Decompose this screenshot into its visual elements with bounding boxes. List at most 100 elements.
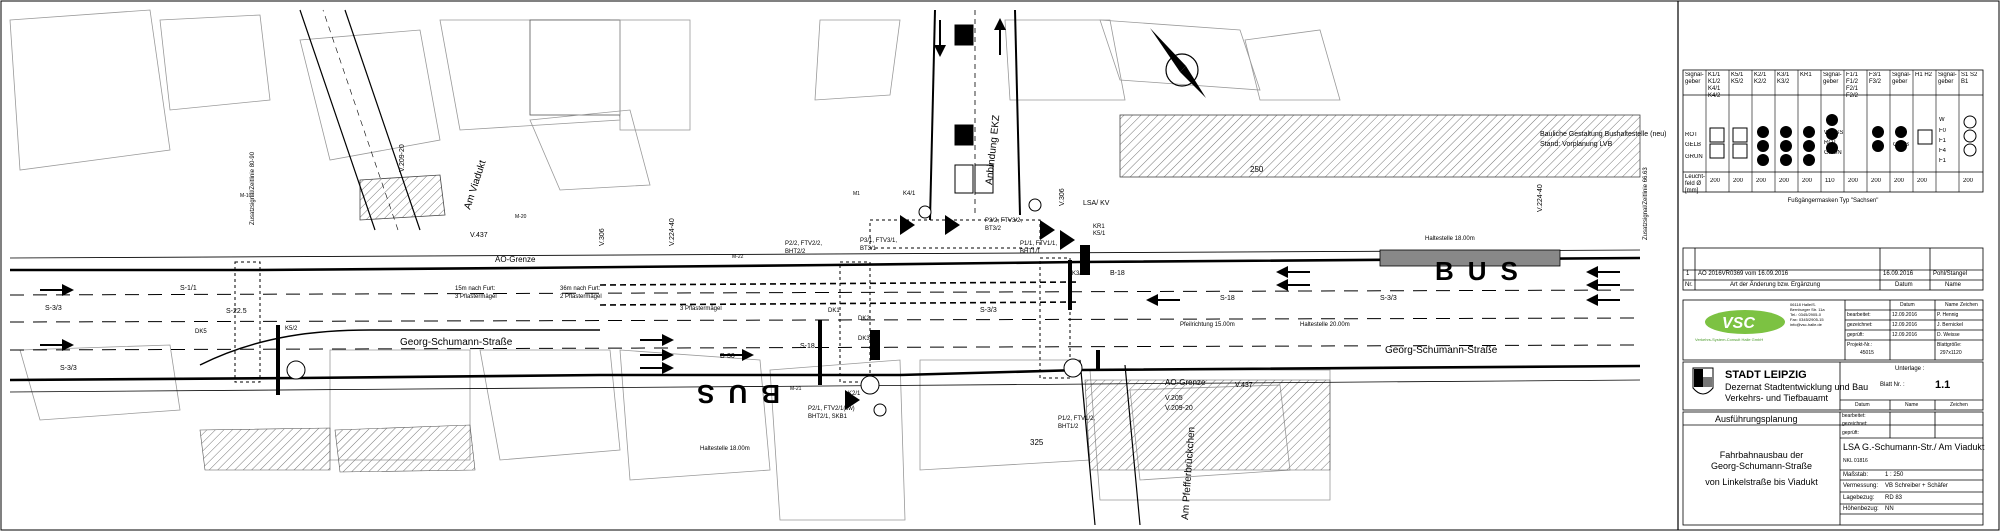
legend-header-12: Signal-geber	[1938, 72, 1957, 85]
legend-header-9: F3/1 F3/2	[1869, 72, 1882, 85]
project-lsa: LSA G.-Schumann-Str./ Am Viadukt	[1843, 442, 1985, 452]
project-title-2: Georg-Schumann-Straße	[1710, 461, 1813, 471]
client-blatt-label: Blatt Nr. :	[1880, 382, 1905, 388]
legend-val-1: 200	[1710, 178, 1721, 184]
am-viadukt-road	[299, 9, 421, 231]
vsc-address: 06118 Halle/S. Bernburger Str. 11a Tel.:…	[1790, 302, 1825, 327]
signal-lamp-icons	[1709, 114, 1977, 166]
revision-date: 16.09.2016	[1883, 271, 1914, 277]
project-lagebezug: RD 83	[1885, 495, 1903, 501]
vsc-addr-4: Fax: 0345/2905-15	[1790, 317, 1824, 322]
hatched-building-south	[334, 424, 476, 473]
signal-group-label-2: P3/1, FTV3/1,	[860, 238, 897, 244]
project-massstab-label: Maßstab:	[1843, 472, 1869, 478]
signal-group-label-5: P1/2, FTV1/2,	[1058, 416, 1095, 422]
lane-label-5: S-3/3	[980, 307, 997, 314]
project-massstab: 1 : 250	[1885, 472, 1904, 478]
lane-label-1: S-3/3	[45, 305, 62, 312]
revision-name: Pohl/Stangel	[1933, 271, 1968, 277]
detector-dk5: DK5	[195, 329, 207, 335]
project-title-1: Fahrbahnausbau der	[1719, 450, 1804, 460]
bus-stop-design-note: Bauliche Gestaltung Bushaltestelle (neu)	[1540, 131, 1666, 138]
bus-bay	[1379, 249, 1561, 267]
signal-group-label-4: P1/1, FTV1/1,	[1020, 241, 1057, 247]
legend-val-3: 200	[1756, 178, 1767, 184]
vsc-h-zeichen: Zeichen	[1960, 302, 1978, 308]
signal-legend-grid	[1705, 70, 1960, 192]
signal-k2-1: K2/1	[848, 391, 861, 397]
legend-f4: F4	[1939, 148, 1947, 154]
sign-v306-ekz: V.306	[1059, 188, 1066, 206]
signal-group-label-5b: BHT1/2	[1058, 424, 1079, 430]
hatched-building-south-3	[199, 427, 331, 471]
sign-v306-north: V.306	[599, 228, 606, 246]
sign-v224-east: V.224-40	[1537, 184, 1544, 212]
street-name-am-viadukt: Am Viadukt	[462, 159, 488, 211]
bus-marking-south: BUS	[683, 379, 780, 409]
signal-group-label-1: P2/2, FTV2/2,	[785, 241, 822, 247]
vsc-h-name: Name	[1945, 302, 1959, 308]
legend-header-2: K1/1 K1/2 K4/1 K4/2	[1708, 72, 1721, 99]
project-gezeichnet: gezeichnet:	[1842, 421, 1868, 427]
signal-k5-2: K5/2	[285, 326, 298, 332]
lane-label-9: B-30	[720, 353, 735, 360]
street-name-ekz: Anbindung EKZ	[984, 114, 1002, 185]
legend-leuchtfeld: Leucht-feld Ø [mm]	[1685, 174, 1706, 194]
bus-stop-length-2: Haltestelle 18.00m	[700, 446, 750, 452]
signal-group-label-2b: BT3/1	[860, 246, 877, 252]
am-pfefferbrueckchen-road	[1079, 359, 1141, 526]
title-block	[1677, 1, 1984, 530]
hatched-building-south-2	[1084, 379, 1331, 471]
legend-val-5: 200	[1802, 178, 1813, 184]
signal-kr1: KR1	[1093, 224, 1105, 230]
vsc-row-3-datum: 12.09.2016	[1892, 332, 1918, 338]
legend-header-10: Signal-geber	[1892, 72, 1911, 85]
client-blatt: 1.1	[1935, 379, 1951, 391]
client-unterlage: Unterlage :	[1895, 366, 1925, 372]
project-hoehenbezug: NN	[1885, 506, 1894, 512]
signal-group-label-1b: BHT2/2	[785, 249, 806, 255]
north-arrow-icon	[1150, 28, 1206, 98]
zusatzsignal-west-label: Zusatzsignal/Zeitlinie 80-90	[250, 151, 256, 225]
signal-group-label-6b: BHT2/1, SKB1	[808, 414, 848, 420]
vsc-row-3-label: geprüft:	[1847, 332, 1864, 338]
sign-v209-south: V.209-20	[1165, 405, 1193, 412]
vsc-blattgroesse: 297x1120	[1940, 350, 1962, 356]
vsc-projekt-nr-label: Projekt-Nr.:	[1847, 342, 1873, 348]
vsc-addr-1: 06118 Halle/S.	[1790, 302, 1816, 307]
bus-marking-north: BUS	[1435, 256, 1532, 286]
project-lagebezug-label: Lagebezug:	[1843, 495, 1875, 501]
marker-m21: M-21	[790, 386, 802, 392]
sign-v437-east: V.437	[1235, 382, 1253, 389]
bus-stop-length-1: Haltestelle 18.00m	[1425, 236, 1475, 242]
main-road	[9, 249, 1641, 393]
detector-dk1: DK1	[828, 308, 840, 314]
arrow-length-note: Pfeilrichtung 15.00m	[1180, 322, 1235, 328]
legend-header-7: Signal-geber	[1823, 72, 1842, 85]
legend-header-8: F1/1 F1/2 F2/1 F2/2	[1846, 72, 1859, 99]
legend-val-2: 200	[1733, 178, 1744, 184]
marker-m20: M-20	[515, 214, 527, 220]
legend-val-7: 200	[1848, 178, 1859, 184]
signal-k3-1: K3/1	[1072, 271, 1085, 277]
vsc-logo: VSC	[1705, 310, 1785, 334]
project-title-3: von Linkelstraße bis Viadukt	[1705, 477, 1818, 487]
parcel-number-325: 325	[1030, 438, 1044, 447]
signal-group-label-3b: BT3/2	[985, 226, 1002, 232]
lane-label-7: S-18	[1220, 295, 1235, 302]
legend-val-6: 110	[1825, 178, 1835, 184]
leipzig-coat-of-arms-icon	[1692, 367, 1714, 395]
marker-m1: M1	[853, 191, 860, 197]
project-phase: Ausführungsplanung	[1715, 414, 1798, 424]
legend-row-gelb-2: GELB	[1893, 142, 1910, 148]
marker-m10: M-10	[240, 193, 252, 199]
lane-label-4: S-3/3	[60, 365, 77, 372]
project-nkl: NKL 01816	[1843, 458, 1868, 464]
legend-header-5: K3/1 K3/2	[1777, 72, 1790, 85]
vsc-addr-5: info@vsc-halle.de	[1790, 322, 1822, 327]
marker-m22: M-22	[732, 254, 744, 260]
legend-row-gruen-2: GRÜN	[1824, 150, 1842, 156]
zusatzsignal-east-label: Zusatzsignal/Zeitlinie 66.63	[1643, 167, 1649, 240]
vsc-row-2-datum: 12.09.2016	[1892, 322, 1918, 328]
